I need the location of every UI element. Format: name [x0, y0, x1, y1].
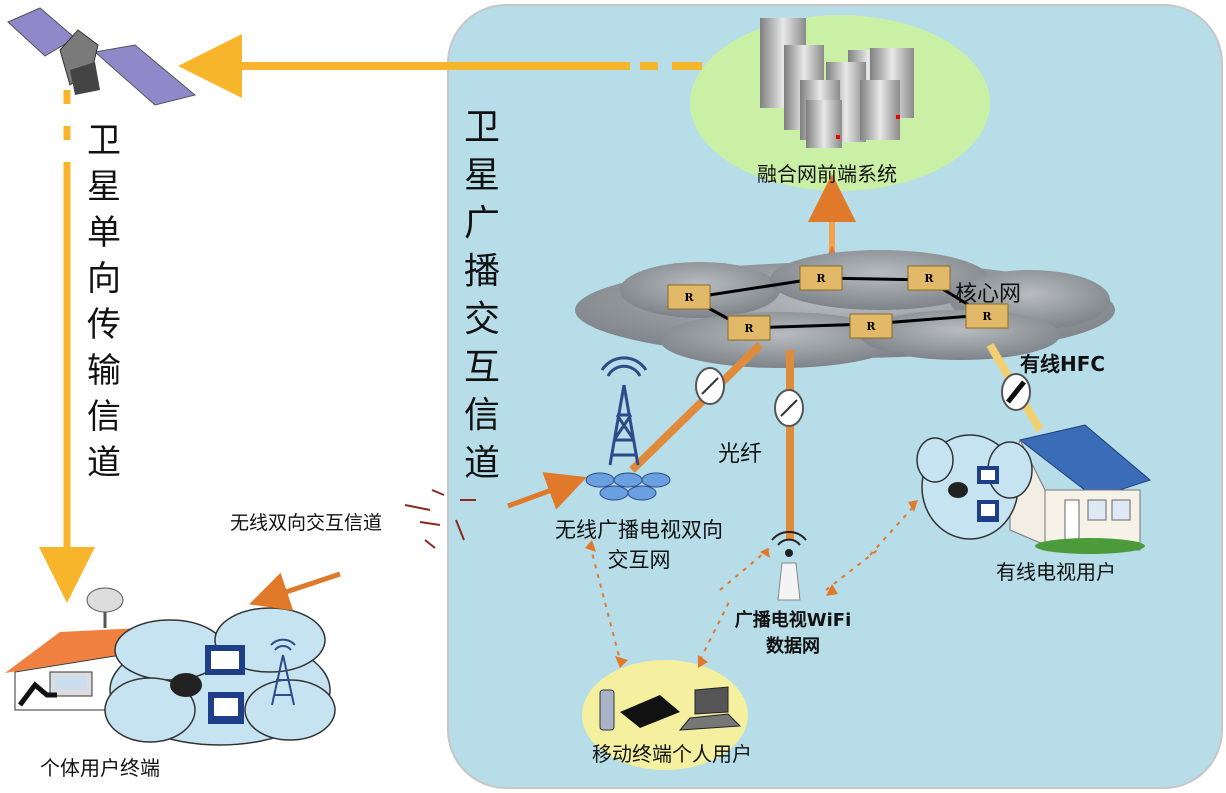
router-mark: R	[684, 291, 694, 304]
wifi-router-icon	[771, 530, 807, 601]
house-icon	[5, 628, 150, 711]
dish-icon	[86, 587, 124, 628]
interactive-panel	[447, 4, 1223, 789]
satellite-broadcast-interactive-label: 卫星广播交互信道	[463, 107, 500, 484]
wifi-signal-paths	[589, 504, 916, 661]
satellite-icon	[7, 7, 197, 106]
router-mark: R	[744, 322, 754, 335]
wireless-broadcast-net-label: 无线广播电视双向交互网	[555, 518, 723, 572]
server-icon	[760, 18, 914, 148]
tv-icon	[948, 466, 999, 522]
core-network-label: 核心网	[955, 282, 1022, 307]
tower-icon	[270, 638, 296, 706]
wireless-signal-marks	[404, 489, 476, 549]
fusion-front-end-label: 融合网前端系统	[757, 162, 897, 186]
cable-tv-user-label: 有线电视用户	[996, 560, 1116, 584]
tablet-icon	[620, 695, 680, 728]
laptop-icon	[678, 686, 742, 731]
fiber-connector-icon	[695, 367, 1031, 427]
wireless-two-way-label: 无线双向交互信道	[230, 512, 383, 534]
wireless-arrow-out	[507, 472, 587, 510]
router-mark: R	[924, 272, 934, 285]
router-mark: R	[866, 320, 876, 333]
router-mark: R	[816, 272, 826, 285]
phone-icon	[599, 689, 615, 731]
tv-icon	[170, 645, 245, 724]
tower-icon	[600, 356, 648, 466]
satellite-one-way-label: 卫星单向传输信道	[87, 121, 121, 483]
mobile-users-label: 移动终端个人用户	[592, 742, 752, 766]
fiber-label: 光纤	[718, 442, 763, 467]
signal-arrowheads	[585, 500, 918, 668]
individual-user-label: 个体用户终端	[40, 756, 160, 780]
router-icon: R R R R R R	[667, 265, 1009, 341]
wireless-arrow-in	[249, 571, 341, 611]
individual-user-cloud	[104, 607, 336, 746]
fiber-to-tower	[629, 342, 763, 473]
wired-hfc-label: 有线HFC	[1020, 352, 1106, 376]
router-mark: R	[982, 310, 992, 323]
wifi-data-net-label: 广播电视WiFi数据网	[734, 610, 852, 657]
tower-base-icon	[585, 472, 671, 501]
